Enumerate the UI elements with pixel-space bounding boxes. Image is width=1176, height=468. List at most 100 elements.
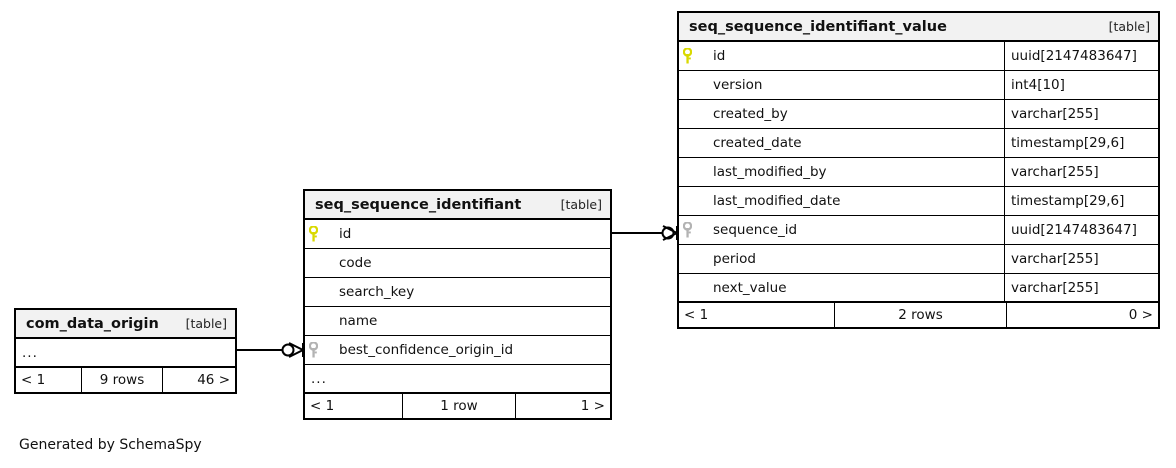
no-key-icon bbox=[679, 100, 707, 128]
table-footer: < 1 9 rows 46 > bbox=[16, 368, 235, 392]
table-row[interactable]: created_by varchar[255] bbox=[679, 100, 1158, 129]
column-name-cell: name bbox=[333, 307, 610, 335]
table-kind-label: [table] bbox=[1108, 19, 1150, 34]
column-name-cell: period bbox=[707, 245, 1004, 273]
table-row[interactable]: created_date timestamp[29,6] bbox=[679, 129, 1158, 158]
table-row[interactable]: best_confidence_origin_id bbox=[305, 336, 610, 365]
footer-children-count[interactable]: 0 > bbox=[1006, 303, 1158, 327]
column-name: best_confidence_origin_id bbox=[339, 342, 514, 358]
column-name-cell: id bbox=[333, 220, 610, 248]
more-columns-ellipsis: ... bbox=[22, 344, 38, 361]
column-type: int4[10] bbox=[1004, 71, 1158, 99]
column-name: created_by bbox=[713, 106, 788, 122]
primary-key-icon bbox=[305, 220, 333, 248]
table-row[interactable]: last_modified_by varchar[255] bbox=[679, 158, 1158, 187]
column-name-cell: created_by bbox=[707, 100, 1004, 128]
more-columns-ellipsis: ... bbox=[311, 370, 327, 387]
no-key-icon bbox=[679, 187, 707, 215]
column-name: period bbox=[713, 251, 757, 267]
table-row[interactable]: search_key bbox=[305, 278, 610, 307]
no-key-icon bbox=[679, 71, 707, 99]
column-name: name bbox=[339, 313, 378, 329]
column-name-cell: code bbox=[333, 249, 610, 277]
table-row[interactable]: last_modified_date timestamp[29,6] bbox=[679, 187, 1158, 216]
footer-parents-count[interactable]: < 1 bbox=[684, 307, 709, 323]
column-name-cell: created_date bbox=[707, 129, 1004, 157]
footer-parents-count[interactable]: < 1 bbox=[310, 398, 335, 414]
column-name: next_value bbox=[713, 279, 787, 296]
column-name-cell: sequence_id bbox=[707, 216, 1004, 244]
footer-children-count[interactable]: 1 > bbox=[515, 394, 610, 418]
footer-row-count: 2 rows bbox=[834, 303, 1006, 327]
column-name-cell: search_key bbox=[333, 278, 610, 306]
column-name: created_date bbox=[713, 135, 802, 151]
table-row[interactable]: version int4[10] bbox=[679, 71, 1158, 100]
footer-parents-count[interactable]: < 1 bbox=[21, 372, 46, 388]
column-name-cell: next_value bbox=[707, 274, 1004, 301]
table-header: com_data_origin [table] bbox=[16, 310, 235, 339]
no-key-icon bbox=[679, 245, 707, 273]
column-name: last_modified_by bbox=[713, 164, 827, 180]
table-columns: ... bbox=[16, 339, 235, 368]
no-key-icon bbox=[679, 158, 707, 186]
no-key-icon bbox=[679, 274, 707, 301]
no-key-icon bbox=[305, 278, 333, 306]
table-row[interactable]: period varchar[255] bbox=[679, 245, 1158, 274]
column-name-cell: last_modified_by bbox=[707, 158, 1004, 186]
column-name: code bbox=[339, 255, 372, 271]
column-type: uuid[2147483647] bbox=[1004, 42, 1158, 70]
table-com-data-origin[interactable]: com_data_origin [table] ... < 1 9 rows 4… bbox=[14, 308, 237, 394]
table-row[interactable]: id bbox=[305, 220, 610, 249]
column-name: version bbox=[713, 77, 763, 93]
table-row[interactable]: sequence_id uuid[2147483647] bbox=[679, 216, 1158, 245]
no-key-icon bbox=[305, 307, 333, 335]
column-name-cell: ... bbox=[16, 339, 235, 366]
table-footer: < 1 2 rows 0 > bbox=[679, 303, 1158, 327]
table-row[interactable]: next_value varchar[255] bbox=[679, 274, 1158, 303]
column-name: id bbox=[339, 226, 352, 242]
column-name-cell: version bbox=[707, 71, 1004, 99]
column-type: uuid[2147483647] bbox=[1004, 216, 1158, 244]
column-type: varchar[255] bbox=[1004, 158, 1158, 186]
column-type: timestamp[29,6] bbox=[1004, 187, 1158, 215]
table-title: seq_sequence_identifiant bbox=[315, 196, 522, 213]
foreign-key-icon bbox=[305, 336, 333, 364]
table-title: com_data_origin bbox=[26, 315, 159, 332]
table-footer: < 1 1 row 1 > bbox=[305, 394, 610, 418]
footer-row-count: 9 rows bbox=[81, 368, 162, 392]
column-name: id bbox=[713, 48, 726, 64]
column-type: varchar[255] bbox=[1004, 100, 1158, 128]
no-key-icon bbox=[305, 249, 333, 277]
table-header: seq_sequence_identifiant_value [table] bbox=[679, 13, 1158, 42]
footer-children-count[interactable]: 46 > bbox=[162, 368, 235, 392]
column-name: sequence_id bbox=[713, 222, 798, 238]
table-columns: id uuid[2147483647] version int4[10] cre… bbox=[679, 42, 1158, 303]
table-columns: id code search_key name bbox=[305, 220, 610, 394]
column-type: varchar[255] bbox=[1004, 274, 1158, 301]
table-row[interactable]: code bbox=[305, 249, 610, 278]
column-type: timestamp[29,6] bbox=[1004, 129, 1158, 157]
column-name-cell: best_confidence_origin_id bbox=[333, 336, 610, 364]
relationship-identifiant-to-value bbox=[612, 225, 678, 241]
column-name: last_modified_date bbox=[713, 193, 841, 209]
column-name-cell: ... bbox=[305, 365, 610, 392]
table-row[interactable]: id uuid[2147483647] bbox=[679, 42, 1158, 71]
column-name-cell: last_modified_date bbox=[707, 187, 1004, 215]
column-name: search_key bbox=[339, 284, 415, 300]
primary-key-icon bbox=[679, 42, 707, 70]
table-seq-sequence-identifiant[interactable]: seq_sequence_identifiant [table] id code bbox=[303, 189, 612, 420]
table-header: seq_sequence_identifiant [table] bbox=[305, 191, 610, 220]
table-kind-label: [table] bbox=[560, 197, 602, 212]
no-key-icon bbox=[679, 129, 707, 157]
relationship-origin-to-identifiant bbox=[237, 342, 304, 358]
table-seq-sequence-identifiant-value[interactable]: seq_sequence_identifiant_value [table] i… bbox=[677, 11, 1160, 329]
table-title: seq_sequence_identifiant_value bbox=[689, 18, 947, 35]
foreign-key-icon bbox=[679, 216, 707, 244]
table-row[interactable]: ... bbox=[16, 339, 235, 368]
footer-row-count: 1 row bbox=[402, 394, 515, 418]
generated-by-credit: Generated by SchemaSpy bbox=[19, 437, 202, 453]
column-name-cell: id bbox=[707, 42, 1004, 70]
table-row[interactable]: ... bbox=[305, 365, 610, 394]
table-row[interactable]: name bbox=[305, 307, 610, 336]
column-type: varchar[255] bbox=[1004, 245, 1158, 273]
